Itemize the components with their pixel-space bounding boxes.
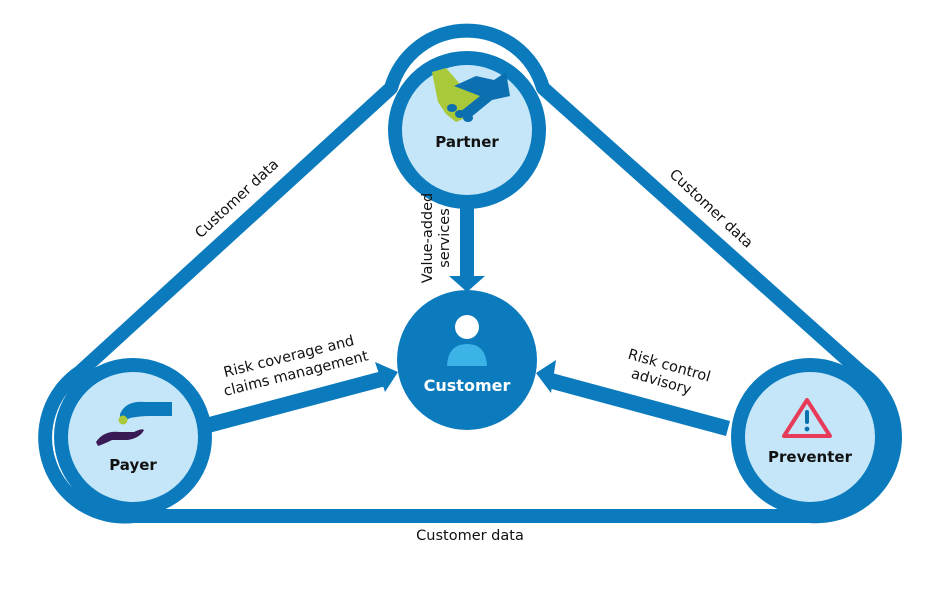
warning-triangle-icon (782, 398, 832, 438)
value-added-label-1: Value-added (420, 193, 436, 283)
value-added-label-2: services (437, 208, 453, 268)
customer-label: Customer (424, 376, 511, 395)
partner-node[interactable]: Partner (388, 51, 546, 209)
customer-data-bottom-label: Customer data (416, 528, 524, 544)
person-icon (447, 315, 487, 366)
customer-data-outline (38, 23, 902, 524)
hand-giving-coin-icon (96, 401, 172, 446)
handshake-icon (432, 68, 510, 122)
customer-node[interactable]: Customer (397, 290, 537, 430)
preventer-node[interactable]: Preventer (731, 358, 889, 516)
payer-node[interactable]: Payer (54, 358, 212, 516)
arrow-preventer-to-customer (536, 360, 730, 436)
arrow-partner-to-customer (449, 195, 485, 292)
arrow-payer-to-customer (205, 362, 398, 433)
partner-label: Partner (435, 133, 499, 151)
preventer-label: Preventer (768, 448, 853, 466)
payer-label: Payer (109, 456, 157, 474)
